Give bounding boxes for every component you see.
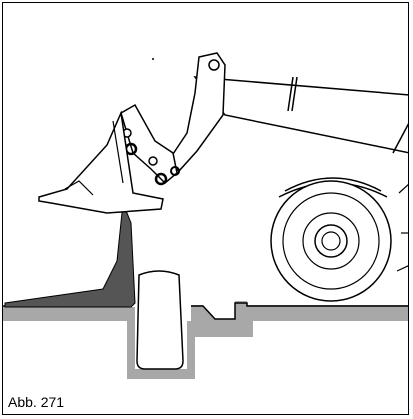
front-wheel	[270, 177, 392, 302]
telehandler-boom	[165, 52, 408, 172]
spilled-material	[4, 202, 136, 308]
figure-caption: Abb. 271	[8, 394, 65, 410]
figure-frame: Abb. 271	[2, 2, 409, 415]
telehandler-illustration	[3, 52, 408, 379]
speck-dot	[152, 58, 154, 60]
ground-block	[136, 270, 184, 370]
ground-surface	[3, 301, 408, 379]
bucket	[38, 110, 164, 214]
vehicle-body	[392, 123, 408, 272]
